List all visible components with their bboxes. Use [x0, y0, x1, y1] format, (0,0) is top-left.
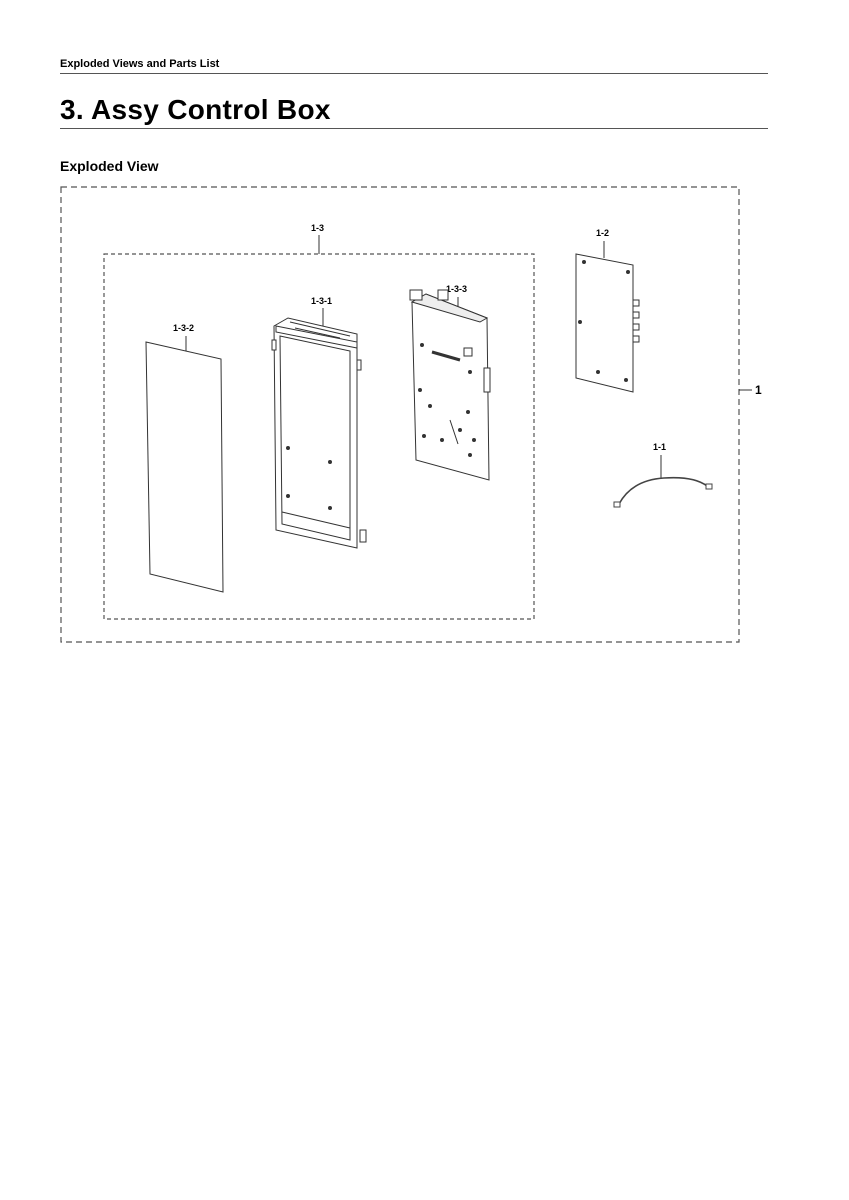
- pcb-assembly: [409, 289, 491, 481]
- callout-frame: 1-3-1: [311, 296, 332, 306]
- assembly-boundary: [60, 186, 740, 643]
- callout-pcb: 1-3-3: [446, 284, 467, 294]
- control-frame: [271, 317, 367, 549]
- callout-board: 1-2: [596, 228, 609, 238]
- control-box-boundary: [103, 253, 535, 620]
- wire-harness: [613, 476, 713, 508]
- page-title: 3. Assy Control Box: [60, 94, 768, 129]
- section-heading: Exploded View: [60, 158, 159, 174]
- display-board: [575, 253, 640, 393]
- callout-wire: 1-1: [653, 442, 666, 452]
- running-header: Exploded Views and Parts List: [60, 58, 768, 74]
- callout-assembly: 1: [755, 383, 762, 397]
- callout-control-box: 1-3: [311, 223, 324, 233]
- callout-sheet: 1-3-2: [173, 323, 194, 333]
- insulation-sheet: [145, 341, 224, 593]
